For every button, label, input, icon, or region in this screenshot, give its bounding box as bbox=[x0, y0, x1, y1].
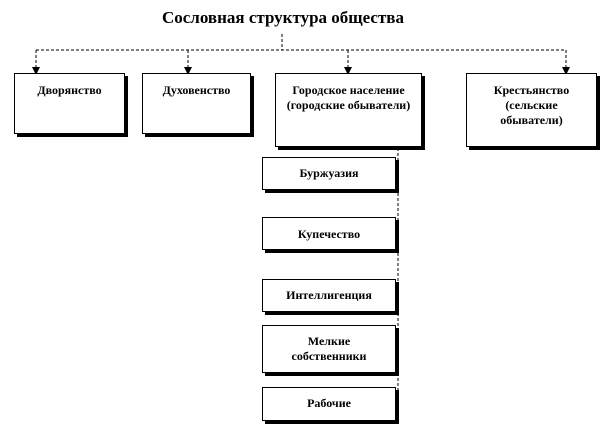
estate-box-urban: Городское население (городские обыватели… bbox=[275, 73, 422, 147]
estate-label: Городское население (городские обыватели… bbox=[286, 83, 411, 112]
urban-group-box-workers: Рабочие bbox=[262, 387, 396, 421]
estate-box-nobility: Дворянство bbox=[14, 73, 125, 134]
urban-group-label: Купечество bbox=[297, 227, 361, 241]
urban-group-label: Мелкие собственники bbox=[291, 334, 367, 363]
estate-label: Крестьянство (сельские обыватели) bbox=[493, 83, 570, 127]
urban-group-label: Интеллигенция bbox=[286, 288, 372, 302]
estate-box-clergy: Духовенство bbox=[142, 73, 251, 134]
estate-label: Духовенство bbox=[162, 83, 231, 97]
urban-group-box-bourgeoisie: Буржуазия bbox=[262, 157, 396, 190]
urban-group-box-small-owners: Мелкие собственники bbox=[262, 325, 396, 373]
estate-label: Дворянство bbox=[37, 83, 102, 97]
urban-group-label: Буржуазия bbox=[299, 166, 359, 180]
urban-group-box-intelligentsia: Интеллигенция bbox=[262, 279, 396, 312]
estate-box-peasantry: Крестьянство (сельские обыватели) bbox=[466, 73, 597, 147]
urban-group-label: Рабочие bbox=[307, 396, 351, 410]
urban-group-box-merchants: Купечество bbox=[262, 217, 396, 250]
diagram-title: Сословная структура общества bbox=[161, 8, 404, 27]
